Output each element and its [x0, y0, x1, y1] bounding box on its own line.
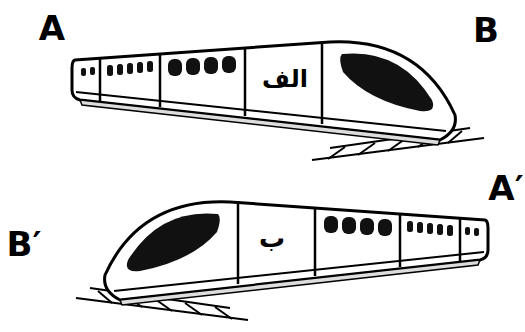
letter-label: B [473, 13, 499, 47]
letter-label: A [39, 11, 65, 45]
train-upper [72, 42, 484, 160]
train-label: الف [262, 67, 308, 91]
train-label: ب [259, 225, 285, 251]
letter-label: B′ [7, 227, 42, 261]
train-lower [76, 202, 488, 320]
letter-label: A′ [488, 171, 523, 205]
